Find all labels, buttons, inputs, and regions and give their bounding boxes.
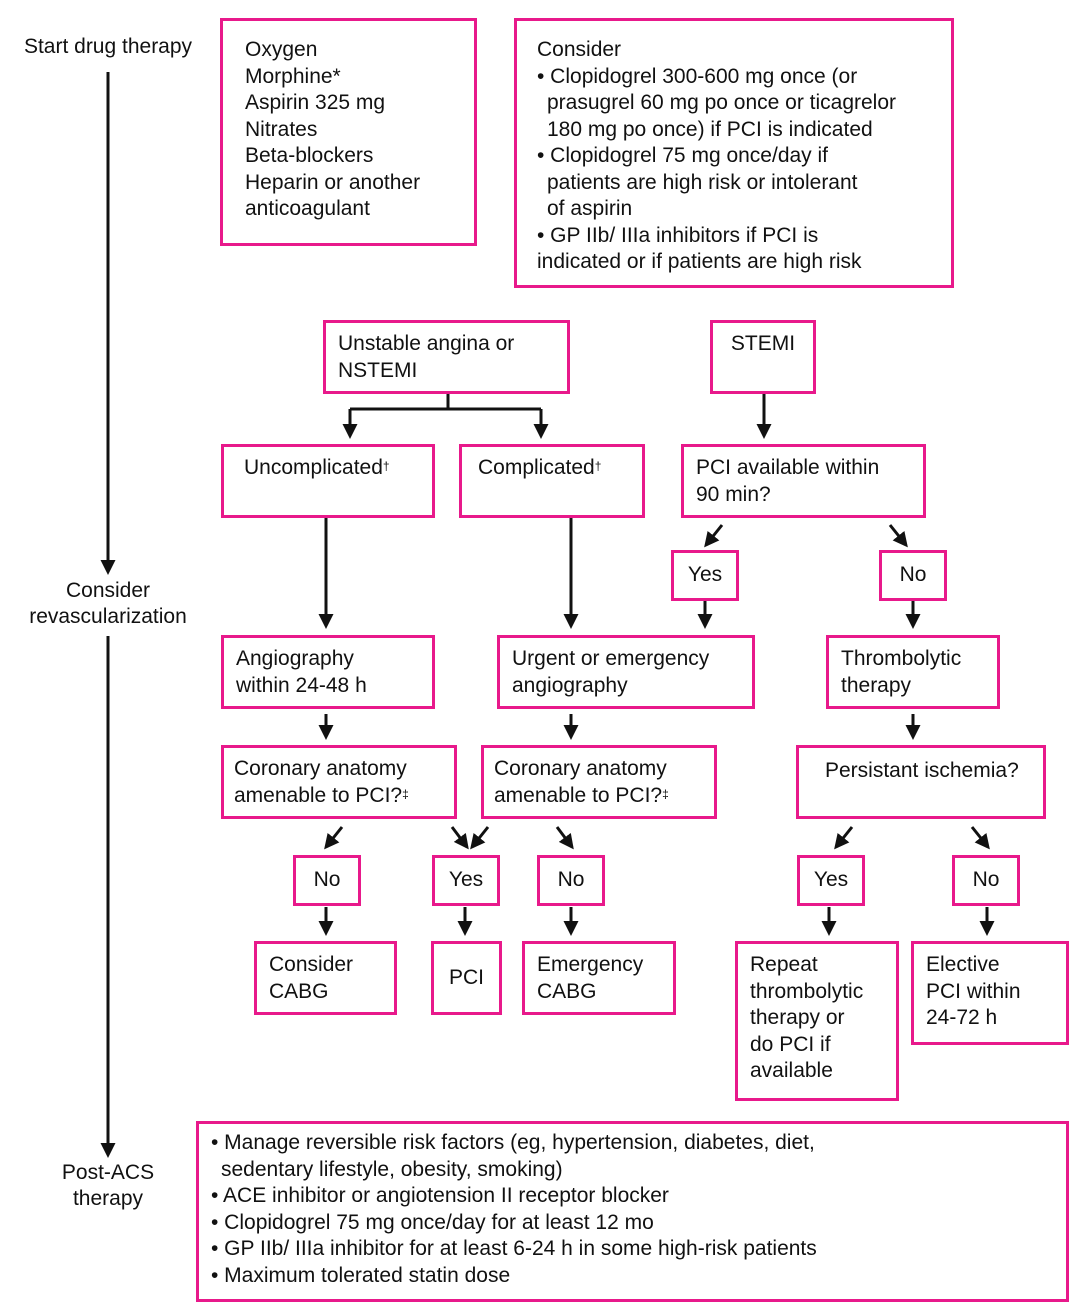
no-box-anatomy-1: No — [293, 855, 361, 906]
unstable-angina-nstemi-box: Unstable angina or NSTEMI — [323, 320, 570, 394]
uncomplicated-box: Uncomplicated† — [221, 444, 435, 518]
consider-antiplatelet-box: Consider • Clopidogrel 300-600 mg once (… — [514, 18, 954, 288]
stage-revascularization-label: Consider revascularization — [8, 578, 208, 630]
dagger-footnote: † — [382, 459, 390, 473]
arrow-anatomy1-no — [324, 826, 344, 850]
complicated-box: Complicated† — [459, 444, 645, 518]
drug-item: Beta-blockers — [245, 144, 374, 167]
drug-item: Morphine* — [245, 64, 341, 88]
arrow-anatomy1-yes — [450, 826, 469, 850]
drug-item: anticoagulant — [245, 197, 370, 220]
arrow-persistent-yes — [834, 826, 854, 850]
angiography-24-48h-box: Angiography within 24-48 h — [221, 635, 435, 709]
thrombolytic-therapy-box: Thrombolytic therapy — [826, 635, 1000, 709]
stage-post-acs-label: Post-ACS therapy — [8, 1160, 208, 1212]
repeat-thrombolytic-box: Repeat thrombolytic therapy or do PCI if… — [735, 941, 899, 1101]
no-box-pci-available: No — [879, 550, 947, 601]
elective-pci-box: Elective PCI within 24-72 h — [911, 941, 1069, 1045]
consider-title: Consider — [537, 38, 622, 61]
arrow-pci-avail-yes — [704, 524, 724, 548]
pci-available-box: PCI available within 90 min? — [681, 444, 926, 518]
double-dagger-footnote: ‡ — [402, 786, 409, 801]
arrow-anatomy2-no — [555, 826, 574, 850]
arrow-persistent-no — [970, 826, 990, 850]
drug-item: Aspirin 325 mg — [245, 91, 386, 114]
stage-start-label: Start drug therapy — [8, 34, 208, 60]
yes-box-persistent: Yes — [797, 855, 865, 906]
drug-item: Nitrates — [245, 117, 318, 141]
persistent-ischemia-box: Persistant ischemia? — [796, 745, 1046, 819]
yes-box-anatomy: Yes — [432, 855, 500, 906]
urgent-angiography-box: Urgent or emergency angiography — [497, 635, 755, 709]
post-acs-therapy-box: • Manage reversible risk factors (eg, hy… — [196, 1121, 1069, 1302]
dagger-footnote: † — [594, 459, 602, 473]
pci-box: PCI — [431, 941, 502, 1015]
double-dagger-footnote: ‡ — [662, 786, 669, 801]
coronary-anatomy-box-2: Coronary anatomy amenable to PCI?‡ — [481, 745, 717, 819]
coronary-anatomy-box-1: Coronary anatomy amenable to PCI?‡ — [221, 745, 457, 819]
yes-box-pci-available: Yes — [671, 550, 739, 601]
arrow-pci-avail-no — [888, 524, 908, 548]
arrow-anatomy2-yes — [470, 826, 490, 850]
stemi-box: STEMI — [710, 320, 816, 394]
emergency-cabg-box: Emergency CABG — [522, 941, 676, 1015]
drug-item: Heparin or another — [245, 170, 421, 194]
no-box-persistent: No — [952, 855, 1020, 906]
drug-therapy-box: Oxygen Morphine* Aspirin 325 mg Nitrates… — [220, 18, 477, 246]
consider-cabg-box: Consider CABG — [254, 941, 397, 1015]
drug-item: Oxygen — [245, 38, 318, 61]
no-box-anatomy-2: No — [537, 855, 605, 906]
